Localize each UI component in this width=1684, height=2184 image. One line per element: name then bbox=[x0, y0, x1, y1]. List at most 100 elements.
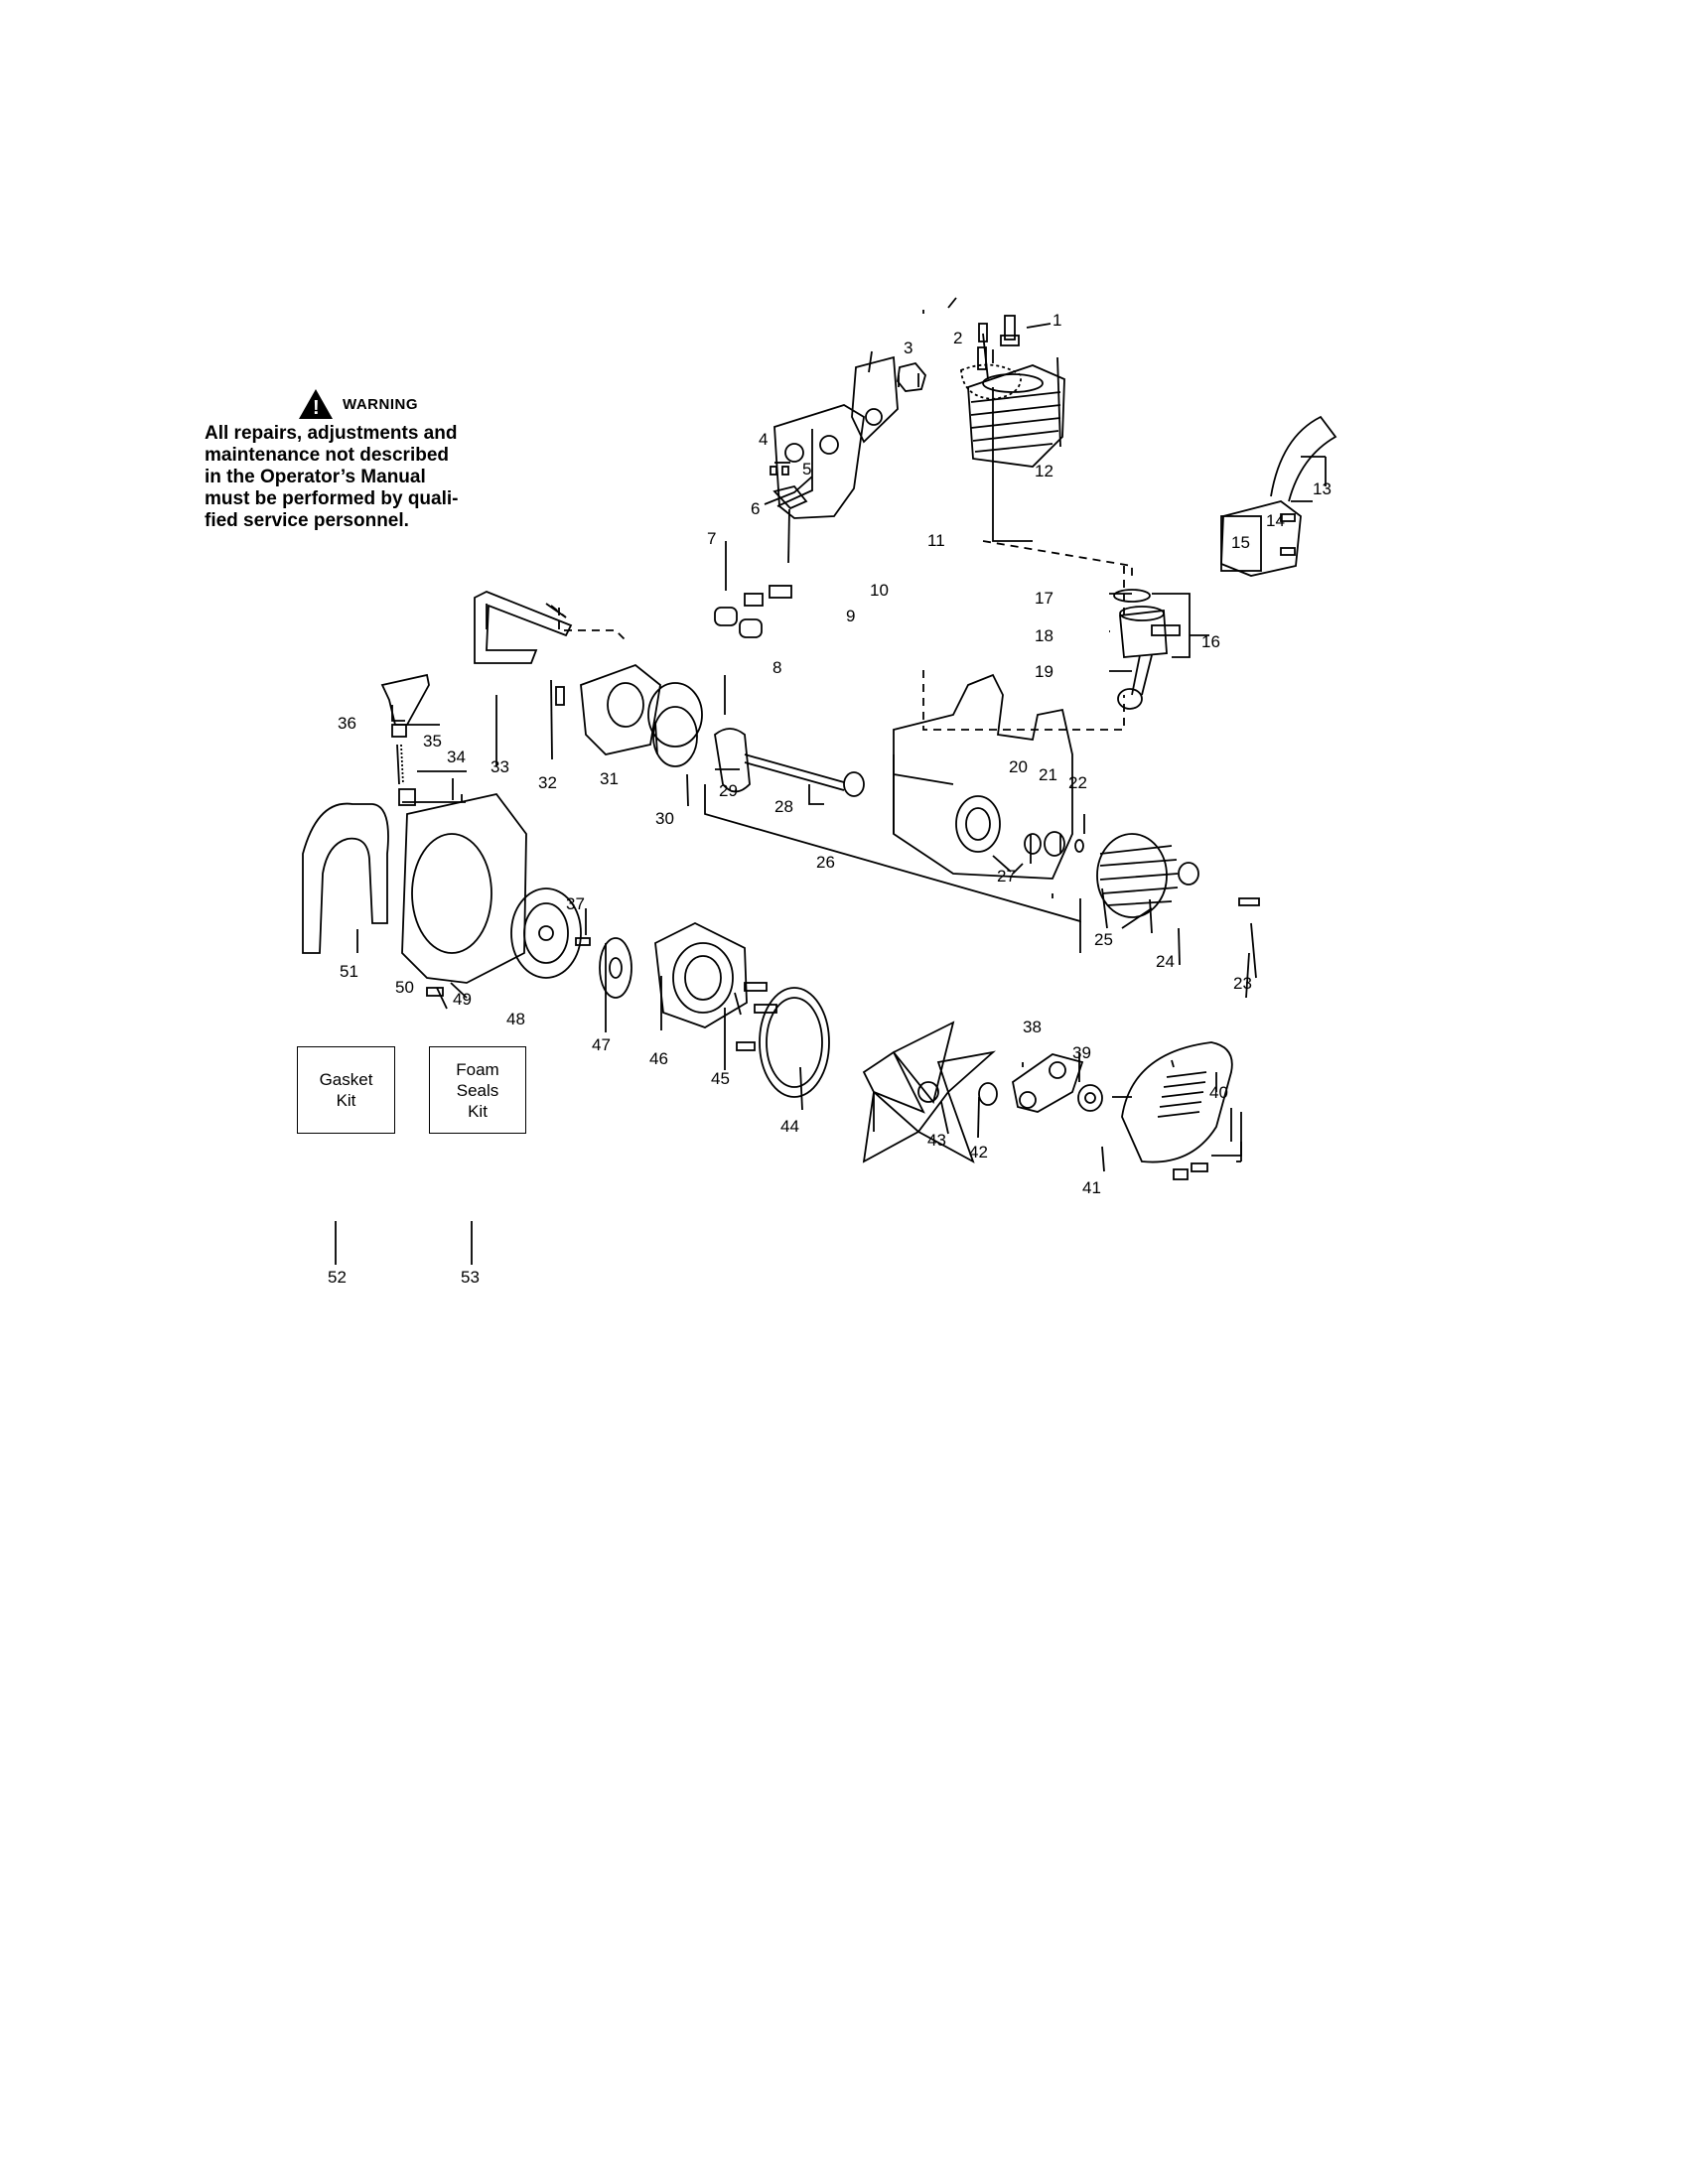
callout-15: 15 bbox=[1231, 533, 1250, 552]
callout-7: 7 bbox=[707, 529, 716, 548]
part-fan-43 bbox=[862, 1021, 996, 1163]
callout-28: 28 bbox=[774, 797, 793, 816]
callout-38: 38 bbox=[1023, 1018, 1042, 1036]
part-key-23 bbox=[1238, 897, 1260, 906]
part-ring-44 bbox=[759, 987, 830, 1098]
warning-text: All repairs, adjustments and maintenance… bbox=[205, 423, 492, 532]
callout-9: 9 bbox=[846, 607, 855, 625]
part-muffler-9 bbox=[773, 404, 865, 519]
part-spring-35 bbox=[396, 744, 404, 785]
callout-36: 36 bbox=[338, 714, 356, 733]
callout-6: 6 bbox=[751, 499, 760, 518]
part-carburetor-31 bbox=[580, 663, 661, 755]
warning-line: maintenance not described bbox=[205, 445, 450, 466]
part-screw-37 bbox=[575, 937, 591, 946]
callout-21: 21 bbox=[1039, 765, 1057, 784]
part-nut-34 bbox=[398, 788, 416, 806]
callout-41: 41 bbox=[1082, 1178, 1101, 1197]
callout-8: 8 bbox=[772, 658, 781, 677]
part-screws-13-14 bbox=[1280, 513, 1296, 556]
callout-20: 20 bbox=[1009, 757, 1028, 776]
part-handle-51 bbox=[302, 802, 389, 954]
kit-number-labels: 52 53 bbox=[328, 1268, 480, 1287]
callout-32: 32 bbox=[538, 773, 557, 792]
part-nut-39 bbox=[1077, 1084, 1103, 1112]
part-clutch-38 bbox=[1012, 1053, 1084, 1113]
part-piston-assembly bbox=[1113, 589, 1181, 710]
warning-line: All repairs, adjustments and bbox=[205, 423, 458, 444]
callout-11: 11 bbox=[927, 531, 945, 550]
warning-line: must be performed by quali- bbox=[205, 488, 459, 509]
callout-47: 47 bbox=[592, 1035, 611, 1054]
callout-39: 39 bbox=[1072, 1043, 1091, 1062]
callout-40: 40 bbox=[1209, 1083, 1228, 1102]
foam-seals-kit-box: Foam Seals Kit bbox=[429, 1046, 526, 1134]
callout-17: 17 bbox=[1035, 589, 1053, 608]
part-starter-knob-36 bbox=[380, 673, 430, 738]
part-gasket-30 bbox=[652, 706, 698, 767]
part-housing-49 bbox=[401, 792, 527, 984]
callout-43: 43 bbox=[927, 1131, 946, 1150]
part-flywheel-25 bbox=[1096, 833, 1179, 918]
callout-33: 33 bbox=[491, 757, 509, 776]
callout-34: 34 bbox=[447, 748, 466, 766]
part-screws-7-8 bbox=[714, 585, 792, 638]
part-screw-50 bbox=[426, 987, 444, 997]
part-washer-47 bbox=[599, 937, 632, 999]
callout-42: 42 bbox=[969, 1143, 988, 1161]
part-pulley-48 bbox=[510, 887, 582, 979]
part-crankcase-27 bbox=[893, 673, 1073, 880]
assembly-lines bbox=[335, 297, 1327, 1265]
callout-53: 53 bbox=[461, 1268, 480, 1287]
callout-22: 22 bbox=[1068, 773, 1087, 792]
kit-label-line: Kit bbox=[468, 1101, 488, 1121]
warning-triangle-icon: ! bbox=[299, 389, 333, 419]
callout-4: 4 bbox=[759, 430, 768, 449]
callout-37: 37 bbox=[566, 894, 585, 913]
part-crankshaft-29 bbox=[714, 728, 865, 797]
callout-31: 31 bbox=[600, 769, 619, 788]
callout-5: 5 bbox=[802, 460, 811, 478]
callout-12: 12 bbox=[1035, 462, 1053, 480]
callout-26: 26 bbox=[816, 853, 835, 872]
part-deflector-5 bbox=[772, 484, 808, 510]
callout-45: 45 bbox=[711, 1069, 730, 1088]
part-ignition-module bbox=[1220, 415, 1337, 577]
warning-line: fied service personnel. bbox=[205, 510, 409, 531]
callout-46: 46 bbox=[649, 1049, 668, 1068]
callout-25: 25 bbox=[1094, 930, 1113, 949]
part-cylinder bbox=[967, 346, 1065, 468]
part-screw-32 bbox=[555, 686, 565, 706]
part-spark-plug bbox=[1000, 315, 1020, 346]
callout-labels: 1 2 3 4 5 6 7 8 9 10 11 12 13 14 15 16 1… bbox=[338, 311, 1332, 1197]
callout-30: 30 bbox=[655, 809, 674, 828]
gasket-kit-box: Gasket Kit bbox=[297, 1046, 395, 1134]
callout-1: 1 bbox=[1052, 311, 1061, 330]
callout-51: 51 bbox=[340, 962, 358, 981]
part-seals-bearings bbox=[647, 682, 1199, 886]
warning-block: ! WARNING All repairs, adjustments and m… bbox=[205, 389, 492, 532]
callout-19: 19 bbox=[1035, 662, 1053, 681]
part-heat-shield-10 bbox=[851, 355, 899, 444]
part-fuel-line-33 bbox=[474, 591, 573, 664]
callout-49: 49 bbox=[453, 990, 472, 1009]
callout-48: 48 bbox=[506, 1010, 525, 1028]
part-starter-housing-46 bbox=[654, 921, 748, 1028]
callout-27: 27 bbox=[997, 867, 1016, 886]
callout-23: 23 bbox=[1233, 974, 1252, 993]
part-insulator-3 bbox=[897, 361, 926, 392]
kit-label-line: Seals bbox=[456, 1080, 499, 1100]
part-cover-41 bbox=[1121, 1041, 1233, 1163]
callout-13: 13 bbox=[1313, 479, 1332, 498]
callout-24: 24 bbox=[1156, 952, 1175, 971]
part-gasket-11 bbox=[960, 363, 1022, 400]
part-washer-42 bbox=[978, 1082, 998, 1106]
callout-44: 44 bbox=[780, 1117, 799, 1136]
callout-10: 10 bbox=[870, 581, 889, 600]
warning-title: WARNING bbox=[343, 395, 418, 413]
callout-14: 14 bbox=[1266, 511, 1285, 530]
part-screw-40 bbox=[1173, 1162, 1208, 1180]
kit-label-line: Foam bbox=[456, 1059, 499, 1079]
callout-50: 50 bbox=[395, 978, 414, 997]
callout-16: 16 bbox=[1201, 632, 1220, 651]
